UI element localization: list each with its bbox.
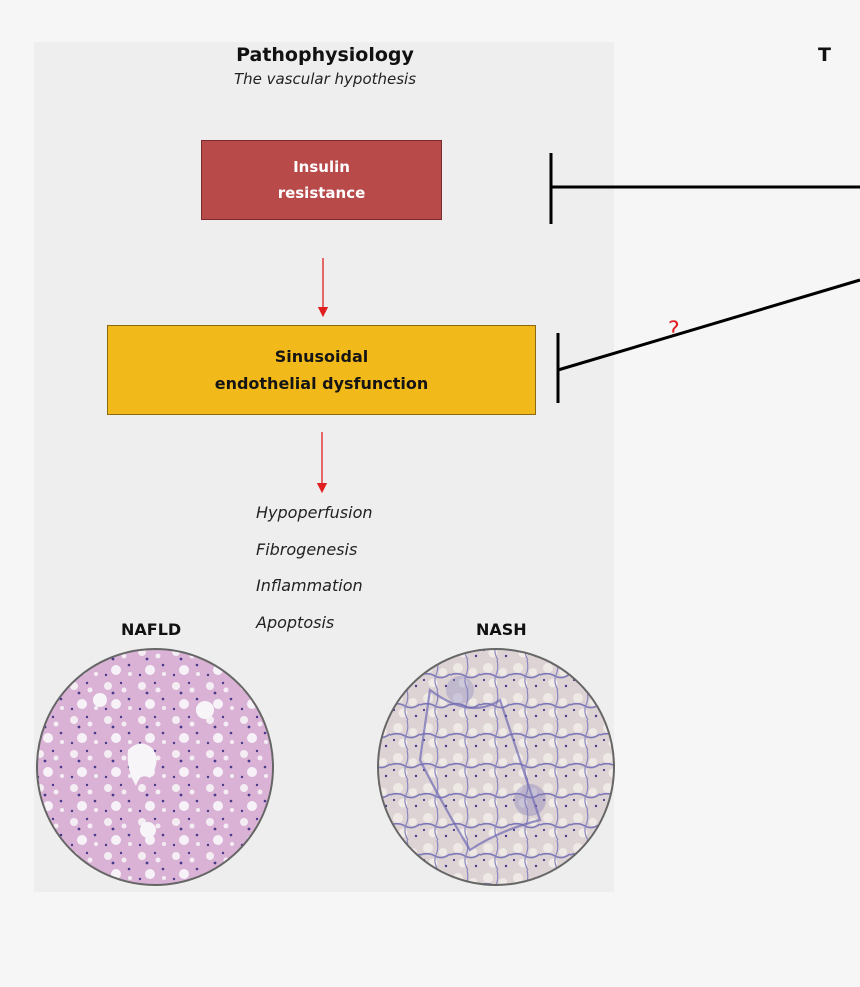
inhibition-line-bottom: [557, 278, 860, 372]
effect-item: Hypoperfusion: [256, 503, 373, 522]
insulin-box-line2: resistance: [277, 184, 366, 202]
insulin-box-line1: Insulin: [293, 158, 350, 176]
effect-item: Inflammation: [256, 576, 363, 595]
insulin-resistance-box: Insulin resistance: [201, 140, 442, 220]
nash-histology-image: [377, 648, 615, 886]
nafld-histology-image: [36, 648, 274, 886]
effect-item: Fibrogenesis: [256, 539, 358, 559]
effect-item: Apoptosis: [256, 612, 335, 632]
page-subtitle: The vascular hypothesis: [233, 70, 417, 88]
nafld-label: NAFLD: [121, 620, 182, 639]
cut-off-title: T: [818, 44, 831, 66]
sinusoidal-box-line2: endothelial dysfunction: [214, 374, 429, 393]
sinusoidal-box-line1: Sinusoidal: [274, 347, 369, 366]
question-mark: ?: [668, 318, 680, 343]
nash-label: NASH: [476, 620, 527, 639]
effects-list: Hypoperfusion Fibrogenesis Inflammation …: [256, 500, 373, 646]
page-title: Pathophysiology: [236, 44, 414, 66]
sinusoidal-dysfunction-box: Sinusoidal endothelial dysfunction: [107, 325, 536, 415]
